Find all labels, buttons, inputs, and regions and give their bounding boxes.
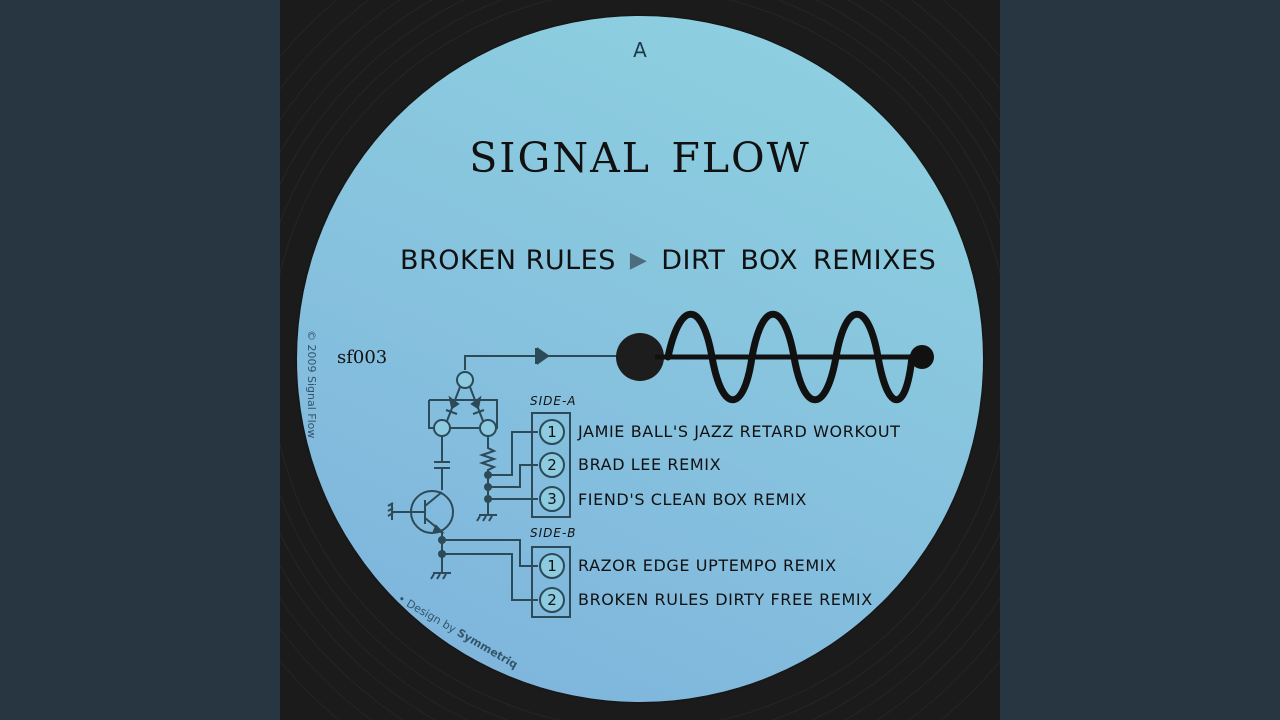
side-a-heading: SIDE-A (530, 394, 577, 408)
track-title: BROKEN RULES DIRTY FREE REMIX (578, 590, 873, 609)
track-number: 1 (547, 557, 557, 575)
catalog-number: sf003 (337, 347, 388, 368)
track-number: 1 (547, 423, 557, 441)
track-title: FIEND'S CLEAN BOX REMIX (578, 490, 807, 509)
artist-name: BROKEN RULES (400, 244, 616, 276)
track-number: 2 (547, 591, 557, 609)
track-number: 3 (547, 490, 557, 508)
track-title: RAZOR EDGE UPTEMPO REMIX (578, 556, 837, 575)
side-b-heading: SIDE-B (530, 526, 577, 540)
release-heading: BROKEN RULES ▶ DIRT BOX REMIXES (400, 242, 940, 278)
play-triangle-icon: ▶ (629, 247, 648, 273)
track-title: JAMIE BALL'S JAZZ RETARD WORKOUT (578, 422, 901, 441)
track-number: 2 (547, 456, 557, 474)
brand-logo: Signal Flow (469, 118, 811, 186)
spindle-hole (616, 333, 664, 381)
release-title: DIRT BOX REMIXES (661, 244, 937, 276)
side-letter: A (633, 38, 647, 62)
track-title: BRAD LEE REMIX (578, 455, 722, 474)
